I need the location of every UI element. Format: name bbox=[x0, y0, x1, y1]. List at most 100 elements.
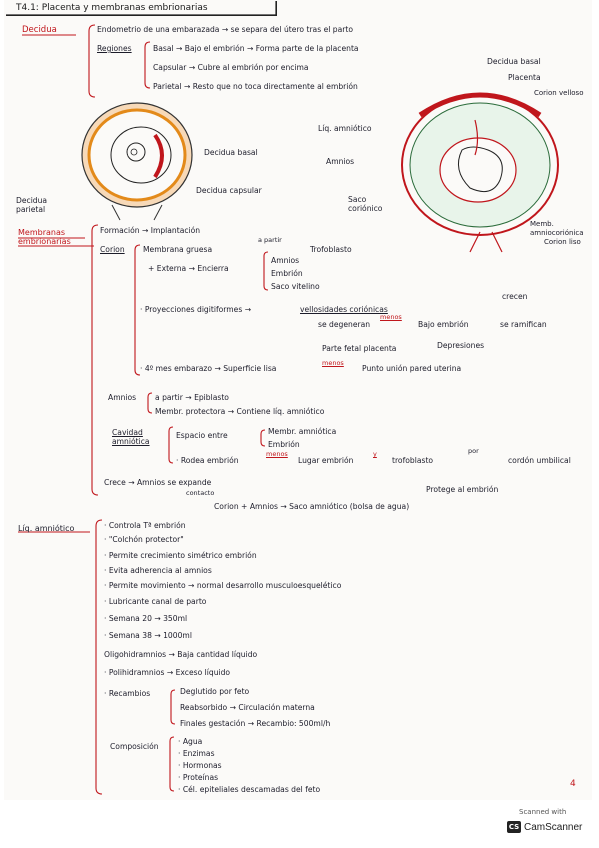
region-parietal: Parietal → Resto que no toca directament… bbox=[153, 82, 358, 91]
encierra-saco: Saco vitelino bbox=[271, 282, 320, 291]
decidua-bracket bbox=[88, 24, 96, 98]
diagram-left-decidua-capsular: Decidua capsular bbox=[196, 186, 262, 195]
por-note: por bbox=[468, 447, 479, 455]
diagram-right-placenta: Placenta bbox=[508, 73, 541, 82]
corion-bracket bbox=[134, 244, 141, 376]
se-degeneran: se degeneran bbox=[318, 320, 371, 329]
composicion-item: · Enzimas bbox=[178, 749, 215, 758]
membranas-formacion: Formación → Implantación bbox=[100, 226, 201, 235]
amnios-crece: Crece → Amnios se expande bbox=[104, 478, 212, 487]
liquido-item: · "Colchón protector" bbox=[104, 535, 184, 544]
crecen: crecen bbox=[502, 292, 528, 301]
amnios-bracket bbox=[147, 392, 153, 414]
regiones-label: Regiones bbox=[97, 44, 132, 53]
membranas-bracket bbox=[91, 224, 99, 496]
page-title: T4.1: Placenta y membranas embrionarias bbox=[16, 3, 208, 13]
composicion-item: · Hormonas bbox=[178, 761, 222, 770]
liquido-item: · Controla Tª embrión bbox=[104, 521, 186, 530]
page-title-box: T4.1: Placenta y membranas embrionarias bbox=[6, 1, 277, 16]
liquido-item: · Semana 20 → 350ml bbox=[104, 614, 188, 623]
camscanner-name: CamScanner bbox=[524, 821, 583, 833]
diagram-right-corion-liso: Corion liso bbox=[544, 238, 581, 246]
composicion-label: Composición bbox=[110, 742, 159, 751]
oligohidramnios: Oligohidramnios → Baja cantidad líquido bbox=[104, 650, 258, 659]
diagram-right-amnios: Amnios bbox=[326, 157, 355, 166]
camscanner-logo: CS CamScanner bbox=[507, 820, 589, 834]
cavidad-membr-amniotica: Membr. amniótica bbox=[268, 427, 337, 436]
right-uterus-diagram bbox=[401, 92, 559, 253]
recambio-finales: Finales gestación → Recambio: 500ml/h bbox=[180, 719, 331, 728]
diagram-left-decidua-basal: Decidua basal bbox=[204, 148, 258, 157]
cordon-umbilical: cordón umbilical bbox=[508, 456, 571, 465]
proyecciones: · Proyecciones digitiformes → bbox=[140, 305, 252, 314]
menos-3: menos bbox=[266, 450, 288, 458]
amnios-epiblasto: a partir → Epiblasto bbox=[155, 393, 229, 402]
diagram-right-membrana: Memb. amniocoriónica bbox=[530, 220, 584, 237]
composicion-item: · Agua bbox=[178, 737, 203, 746]
liquido-item: · Evita adherencia al amnios bbox=[104, 566, 212, 575]
liquido-item: · Permite crecimiento simétrico embrión bbox=[104, 551, 257, 560]
recambio-reabsorbido: Reabsorbido → Circulación materna bbox=[180, 703, 315, 712]
y-note: y bbox=[373, 450, 377, 458]
cavidad-espacio: Espacio entre bbox=[176, 431, 228, 440]
region-basal: Basal → Bajo el embrión → Forma parte de… bbox=[153, 44, 359, 53]
regiones-bracket bbox=[144, 41, 151, 89]
encierra-bracket bbox=[263, 251, 269, 291]
saco-amniotico: Corion + Amnios → Saco amniótico (bolsa … bbox=[214, 502, 410, 511]
composicion-item: · Cél. epiteliales descamadas del feto bbox=[178, 785, 321, 794]
menos-2: menos bbox=[322, 359, 344, 367]
camscanner-watermark: Scanned with CS CamScanner bbox=[507, 808, 589, 840]
liquido-label: Líq. amniótico bbox=[18, 524, 75, 533]
cavidad-embrion: Embrión bbox=[268, 440, 300, 449]
punto-union: Punto unión pared uterina bbox=[362, 364, 462, 373]
membranas-label: Membranas embrionarias bbox=[18, 228, 71, 246]
membrana-gruesa: Membrana gruesa bbox=[143, 245, 213, 254]
recambio-deglutido: Deglutido por feto bbox=[180, 687, 250, 696]
a-partir-note: a partir bbox=[258, 236, 282, 244]
amnios-label: Amnios bbox=[108, 393, 137, 402]
page-number: 4 bbox=[570, 779, 576, 789]
cavidad-trofoblasto: trofoblasto bbox=[392, 456, 434, 465]
diagram-right-corion-velloso: Corion velloso bbox=[534, 89, 584, 97]
cavidad-rodea: · Rodea embrión bbox=[176, 456, 239, 465]
camscanner-icon: CS bbox=[507, 821, 521, 833]
liquido-item: · Permite movimiento → normal desarrollo… bbox=[104, 581, 342, 590]
left-uterus-diagram bbox=[81, 102, 193, 221]
liquido-item: · Semana 38 → 1000ml bbox=[104, 631, 192, 640]
cavidad-label: Cavidad amniótica bbox=[112, 428, 150, 446]
polihidramnios: · Polihidramnios → Exceso líquido bbox=[104, 668, 231, 677]
encierra-embrion: Embrión bbox=[271, 269, 303, 278]
recambios-label: · Recambios bbox=[104, 689, 151, 698]
diagram-right-saco-corionico: Saco coriónico bbox=[348, 195, 383, 213]
bajo-embrion: Bajo embrión bbox=[418, 320, 469, 329]
diagram-left-decidua-parietal: Decidua parietal bbox=[16, 196, 48, 214]
diagram-right-liq-amniotico: Líq. amniótico bbox=[318, 124, 372, 133]
menos-1: menos bbox=[380, 313, 402, 321]
contacto-note: contacto bbox=[186, 489, 215, 497]
corion-label: Corion bbox=[100, 245, 125, 254]
cavidad-bracket bbox=[168, 426, 174, 464]
scanned-with-text: Scanned with bbox=[519, 808, 567, 816]
vellosidades: vellosidades coriónicas bbox=[300, 305, 388, 314]
parte-fetal: Parte fetal placenta bbox=[322, 344, 397, 353]
amnios-membrana: Membr. protectora → Contiene líq. amniót… bbox=[155, 407, 325, 416]
cavidad-lugar: Lugar embrión bbox=[298, 456, 354, 465]
composicion-bracket bbox=[169, 736, 175, 792]
se-ramifican: se ramifican bbox=[500, 320, 547, 329]
region-capsular: Capsular → Cubre al embrión por encima bbox=[153, 63, 309, 72]
encierra-amnios: Amnios bbox=[271, 256, 300, 265]
protege-note: Protege al embrión bbox=[426, 485, 499, 494]
liquido-bracket bbox=[95, 519, 103, 795]
composicion-item: · Proteínas bbox=[178, 773, 219, 782]
diagram-right-decidua-basal: Decidua basal bbox=[487, 57, 541, 66]
depresiones: Depresiones bbox=[437, 341, 485, 350]
recambios-bracket bbox=[170, 689, 176, 725]
corion-externa: + Externa → Encierra bbox=[148, 264, 229, 273]
decidua-endometrio: Endometrio de una embarazada → se separa… bbox=[97, 25, 353, 34]
espacio-bracket bbox=[260, 429, 266, 447]
trofoblasto: Trofoblasto bbox=[310, 245, 352, 254]
decidua-label: Decidua bbox=[22, 25, 57, 35]
liquido-item: · Lubricante canal de parto bbox=[104, 597, 207, 606]
cuarto-mes: · 4º mes embarazo → Superficie lisa bbox=[140, 364, 277, 373]
